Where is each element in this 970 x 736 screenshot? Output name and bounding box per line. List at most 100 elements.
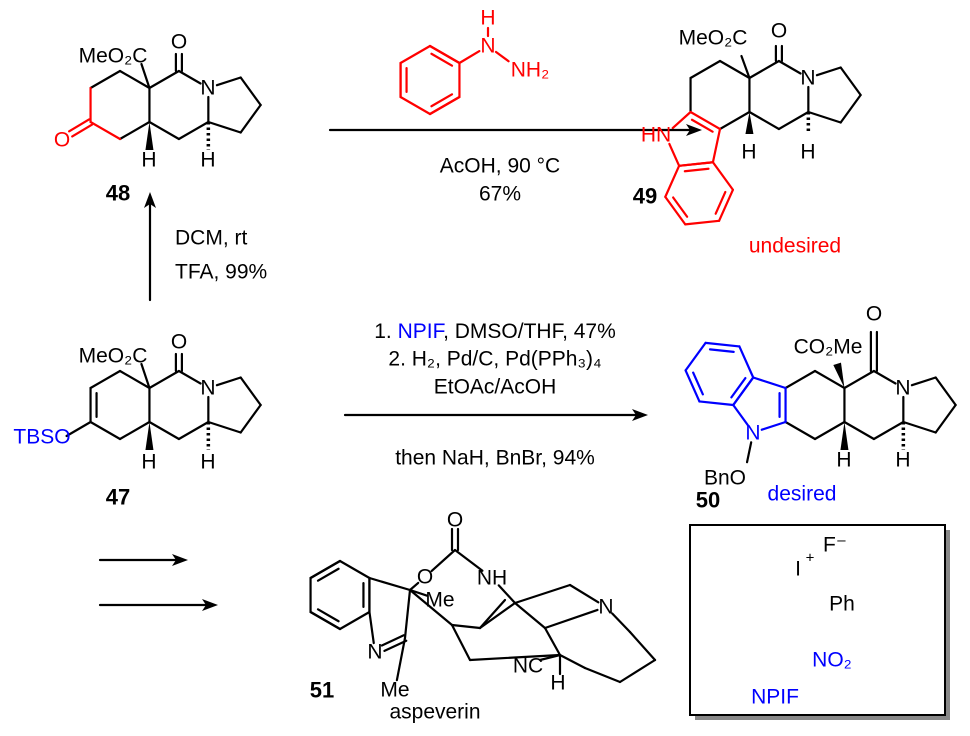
arrow-middle <box>632 409 648 421</box>
hydrogen-label: H <box>836 449 851 472</box>
bond <box>748 59 781 80</box>
bond <box>543 608 599 630</box>
bond <box>740 54 751 80</box>
bond <box>815 66 842 77</box>
bond <box>748 110 781 131</box>
bond <box>89 420 122 441</box>
bond <box>65 420 92 438</box>
bond <box>408 588 428 597</box>
bond <box>718 59 751 80</box>
hydrogen-label: H <box>141 149 156 172</box>
bond <box>68 118 91 133</box>
bond <box>692 371 704 396</box>
desired-caption: desired <box>768 483 837 506</box>
bond <box>118 69 151 90</box>
arrow-top <box>686 124 702 136</box>
bond <box>777 110 810 131</box>
bond <box>239 403 262 434</box>
phenylhydrazine: H N NH₂ <box>480 7 549 82</box>
hydrogen-label: H <box>200 149 215 172</box>
bond <box>316 608 340 623</box>
bond <box>118 369 151 390</box>
bond <box>513 583 572 605</box>
bond <box>428 95 461 116</box>
bond <box>732 376 755 407</box>
bond <box>316 567 340 582</box>
step1-suffix: , DMSO/THF, 47% <box>443 320 616 343</box>
bond <box>843 420 876 441</box>
bond <box>745 441 753 464</box>
hydrazine-n: N <box>480 35 495 58</box>
middle-below: then NaH, BnBr, 94% <box>395 447 595 470</box>
hydrogen-label: H <box>200 451 215 474</box>
compound-49: MeO₂C O N HN H H 49 undesired <box>633 20 841 258</box>
arrow-multistep-1 <box>172 554 188 566</box>
bond <box>207 420 242 434</box>
bond <box>813 369 846 390</box>
nitro-label: NO₂ <box>812 649 852 672</box>
bond <box>784 369 817 390</box>
ring-oxygen: O <box>417 566 433 589</box>
lactam-oxygen: O <box>866 303 882 326</box>
bno-label: BnO <box>704 467 746 490</box>
bond <box>368 576 412 592</box>
bond <box>148 69 180 90</box>
compound-number: 47 <box>106 485 130 510</box>
hydrazine-h: H <box>480 7 495 30</box>
bond <box>618 658 657 684</box>
top-yield: 67% <box>479 183 521 206</box>
hydrogen-label: H <box>741 141 756 164</box>
undesired-caption: undesired <box>749 235 841 258</box>
step1-prefix: 1. <box>374 320 397 343</box>
bond <box>777 59 802 75</box>
bond <box>338 559 371 580</box>
bond <box>430 52 454 67</box>
hydrogen-label: H <box>550 672 565 695</box>
bond <box>813 420 846 441</box>
bond <box>664 164 681 198</box>
bond <box>684 219 721 226</box>
nitrogen-label: N <box>800 67 815 90</box>
bond <box>678 161 715 167</box>
bond <box>718 110 751 131</box>
bond <box>118 420 151 441</box>
wedge-bond <box>840 422 849 450</box>
bond <box>839 93 862 124</box>
lactam-oxygen: O <box>771 20 787 43</box>
bond <box>89 369 122 390</box>
bond <box>583 666 622 684</box>
bond <box>450 623 472 662</box>
bond <box>784 420 817 441</box>
bond <box>380 634 405 647</box>
iodine-label: I <box>795 558 801 581</box>
bond <box>934 376 957 407</box>
bond <box>704 341 741 348</box>
bond <box>89 120 122 141</box>
bond <box>478 601 517 630</box>
middle-step1: 1. NPIF, DMSO/THF, 47% <box>374 320 616 343</box>
bond <box>338 610 371 631</box>
bond <box>408 588 454 627</box>
lactam-oxygen: O <box>171 31 187 54</box>
hydrogen-label: H <box>141 451 156 474</box>
bond <box>672 196 689 218</box>
bond <box>71 123 94 138</box>
phenyl-label: Ph <box>829 593 855 616</box>
bond <box>872 369 897 385</box>
bond <box>430 548 457 573</box>
bond <box>513 601 547 630</box>
bond <box>450 623 482 630</box>
bond <box>368 610 375 645</box>
bond <box>543 626 562 657</box>
bond <box>403 588 412 640</box>
bond <box>494 50 510 63</box>
middle-step2-solvent: EtOAc/AcOH <box>434 376 557 399</box>
npif-reagent-box: F⁻ I + Ph NO₂ NPIF <box>689 524 950 720</box>
arrow-vertical <box>144 192 156 208</box>
bond <box>478 598 507 630</box>
compound-48: MeO₂C O N O H H 48 <box>54 31 216 206</box>
compound-name: aspeverin <box>389 701 480 724</box>
bond <box>683 167 710 173</box>
bond <box>140 362 151 390</box>
